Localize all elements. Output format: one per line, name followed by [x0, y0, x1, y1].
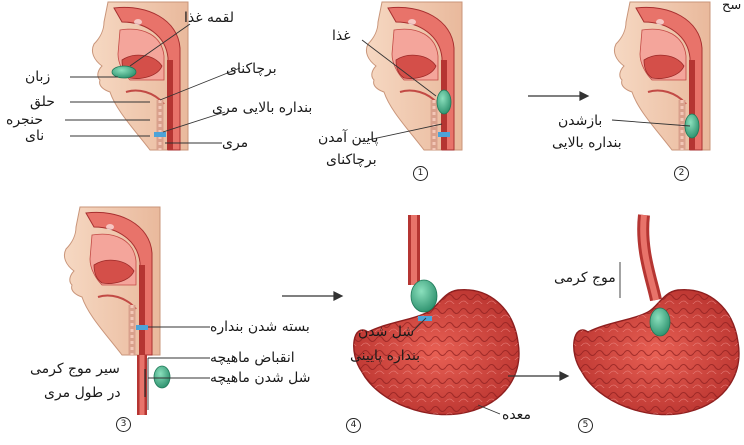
- step-number-1: 1: [413, 166, 428, 181]
- label-upper-sphincter: بنداره بالایی مری: [212, 98, 312, 118]
- label-food-bolus: لقمه غذا: [184, 8, 234, 28]
- panel-step-2: [614, 2, 710, 150]
- label-epiglottis-down-1: پایین آمدن: [318, 128, 378, 148]
- label-epiglottis-down-2: برچاکنای: [326, 150, 377, 170]
- label-peristalsis: موج کرمی: [554, 268, 616, 288]
- panel-step-1: [366, 2, 462, 150]
- label-pharynx: حلق: [30, 92, 55, 112]
- food-bolus-shape: [112, 66, 136, 78]
- label-peristalsis-path-2: در طول مری: [44, 383, 121, 403]
- label-esophagus: مری: [222, 133, 248, 153]
- food-bolus-shape: [154, 366, 170, 388]
- food-bolus-shape: [411, 280, 437, 312]
- label-trachea: نای: [25, 126, 44, 146]
- food-bolus-shape: [650, 308, 670, 336]
- label-epiglottis: برچاکنای: [226, 59, 277, 79]
- label-opening-2: بنداره بالایی: [552, 133, 622, 153]
- sphincter-mark: [438, 132, 450, 137]
- label-lower-relax-2: بنداره پایینی: [350, 346, 420, 366]
- panel-step-5: [574, 215, 739, 415]
- step-number-4: 4: [346, 418, 361, 433]
- label-sphincter-closing: بسته شدن بنداره: [210, 317, 310, 337]
- step-number-2: 2: [674, 166, 689, 181]
- food-bolus-shape: [437, 90, 451, 114]
- label-tongue: زبان: [25, 67, 50, 87]
- label-stomach: معده: [502, 405, 531, 425]
- label-muscle-relaxation: شل شدن ماهیچه: [210, 368, 311, 388]
- upper-sphincter-mark: [154, 132, 166, 137]
- label-food: غذا: [332, 26, 351, 46]
- panel-step-4: [354, 215, 519, 415]
- panel-anatomy: [92, 2, 188, 150]
- label-peristalsis-path-1: سیر موج کرمی: [30, 359, 120, 379]
- step-number-3: 3: [116, 417, 131, 432]
- label-opening-1: بازشدن: [558, 111, 602, 131]
- corner-text-fragment: سح: [722, 0, 741, 16]
- step-number-5: 5: [578, 418, 593, 433]
- closed-sphincter-mark: [136, 325, 148, 330]
- label-lower-relax-1: شل شدن: [358, 322, 414, 342]
- label-muscle-contraction: انقباض ماهیچه: [210, 348, 295, 368]
